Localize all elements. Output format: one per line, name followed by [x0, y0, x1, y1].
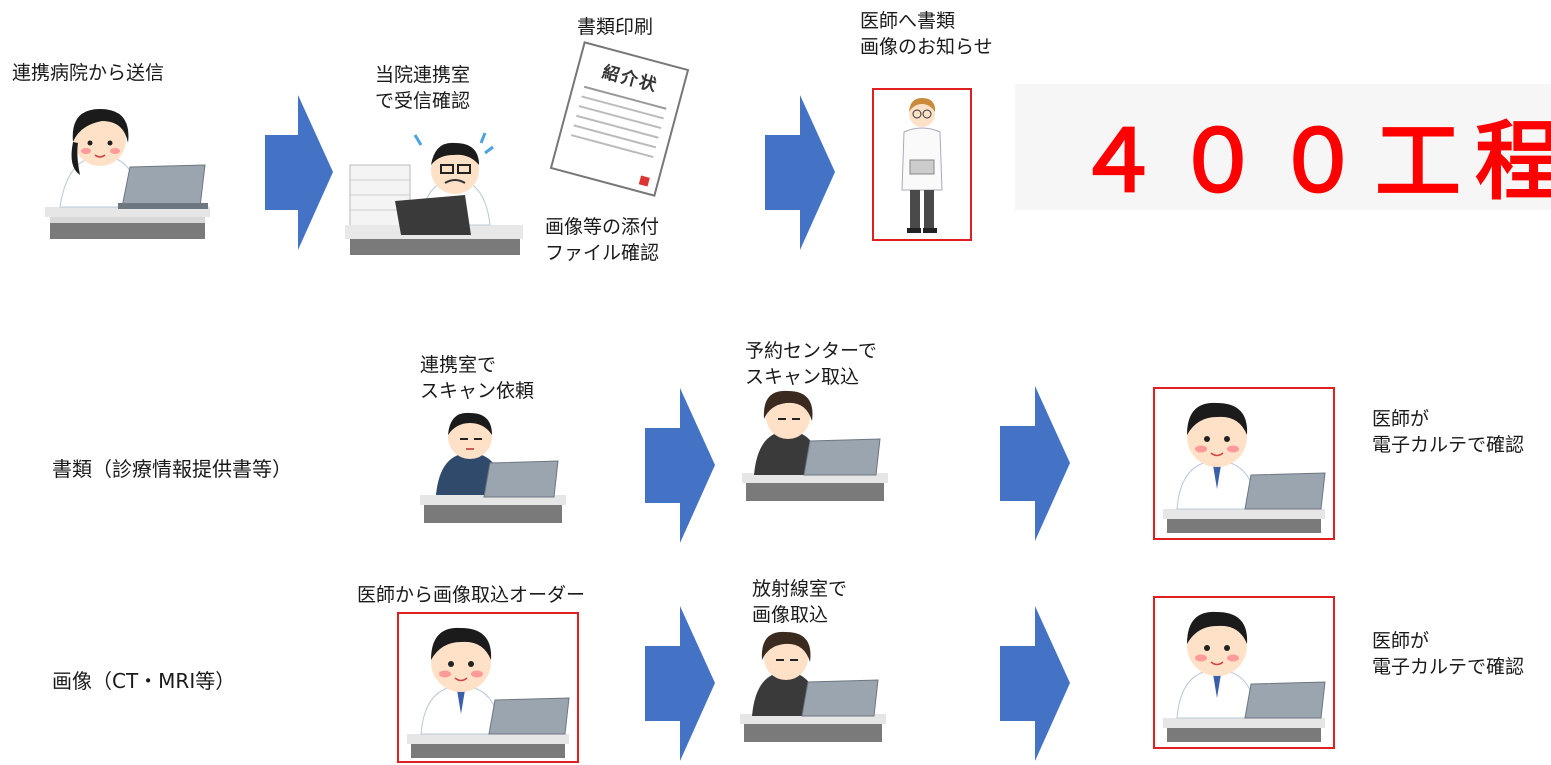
step-label-print: 書類印刷 [577, 16, 654, 38]
doctor-at-laptop-illustration [1163, 402, 1326, 533]
step-label-send: 連携病院から送信 [12, 62, 165, 84]
process-count-headline: ４００工程 [1075, 112, 1551, 212]
row1-step2-label: 予約センターで スキャン取込 [745, 340, 877, 388]
step-label-attachment: 画像等の添付 ファイル確認 [545, 216, 660, 264]
row2-arrow-2 [1000, 606, 1070, 761]
row1-doctor-frame [1153, 387, 1335, 540]
referral-document-illustration: 紹介状 [549, 41, 690, 197]
female-staff-at-laptop-illustration [740, 631, 886, 742]
row2-doctor-frame [1153, 596, 1335, 749]
doctor-standing-illustration [901, 98, 943, 233]
row-label-documents: 書類（診療情報提供書等） [52, 457, 292, 481]
row1-step3-label: 医師が 電子カルテで確認 [1372, 408, 1525, 456]
male-staff-at-laptop-illustration [420, 412, 566, 523]
row2-step2-label: 放射線室で 画像取込 [752, 578, 848, 626]
female-staff-at-laptop-illustration [742, 390, 888, 501]
flow-arrow-2 [765, 95, 835, 250]
row2-step1-label: 医師から画像取込オーダー [357, 584, 586, 606]
referral-document-title: 紹介状 [599, 62, 661, 97]
step-label-receive: 当院連携室 で受信確認 [375, 64, 471, 112]
row-label-images: 画像（CT・MRI等） [52, 669, 236, 693]
row1-step1-label: 連携室で スキャン依頼 [420, 354, 535, 402]
stressed-staff-illustration [345, 132, 523, 255]
highlight-backdrop [1015, 84, 1551, 210]
doctor-at-laptop-illustration [407, 627, 570, 758]
step-label-notify: 医師へ書類 画像のお知らせ [860, 10, 993, 58]
doctor-at-laptop-illustration [1163, 611, 1326, 742]
row1-arrow-1 [645, 388, 715, 543]
doctor-standing-frame [872, 88, 972, 241]
row1-arrow-2 [1000, 386, 1070, 541]
row2-arrow-1 [645, 606, 715, 761]
woman-at-laptop-illustration [45, 109, 210, 239]
row2-doctor-order-frame [397, 612, 579, 763]
row2-step3-label: 医師が 電子カルテで確認 [1372, 630, 1525, 678]
flow-arrow-1 [265, 95, 333, 250]
